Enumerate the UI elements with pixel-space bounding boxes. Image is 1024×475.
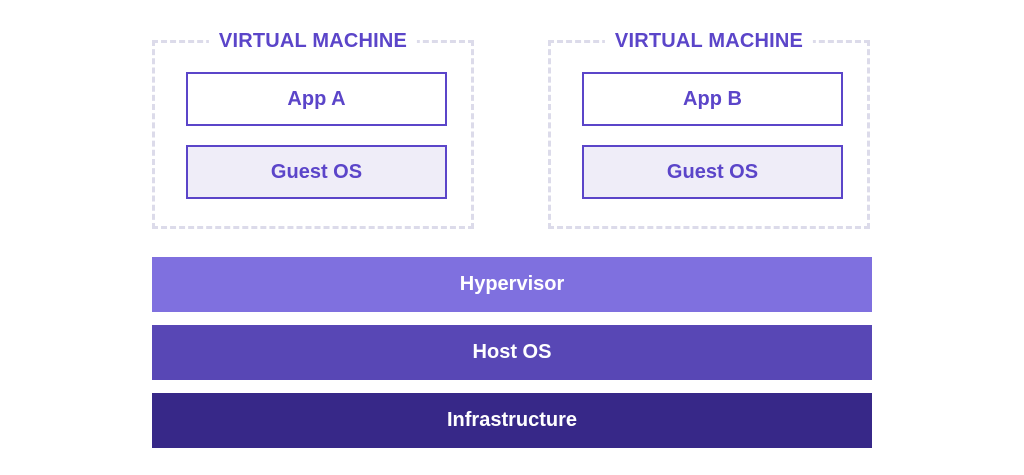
hypervisor-layer: Hypervisor	[152, 257, 872, 312]
virtual-machine-b: VIRTUAL MACHINE App B Guest OS	[548, 28, 870, 229]
app-b-box: App B	[582, 72, 843, 126]
host-os-layer: Host OS	[152, 325, 872, 380]
virtual-machine-a-title: VIRTUAL MACHINE	[208, 28, 418, 54]
infrastructure-layer: Infrastructure	[152, 393, 872, 448]
guest-os-b-box: Guest OS	[582, 145, 843, 199]
virtual-machine-b-title: VIRTUAL MACHINE	[604, 28, 814, 54]
virtual-machine-a: VIRTUAL MACHINE App A Guest OS	[152, 28, 474, 229]
app-a-box: App A	[186, 72, 447, 126]
guest-os-a-box: Guest OS	[186, 145, 447, 199]
